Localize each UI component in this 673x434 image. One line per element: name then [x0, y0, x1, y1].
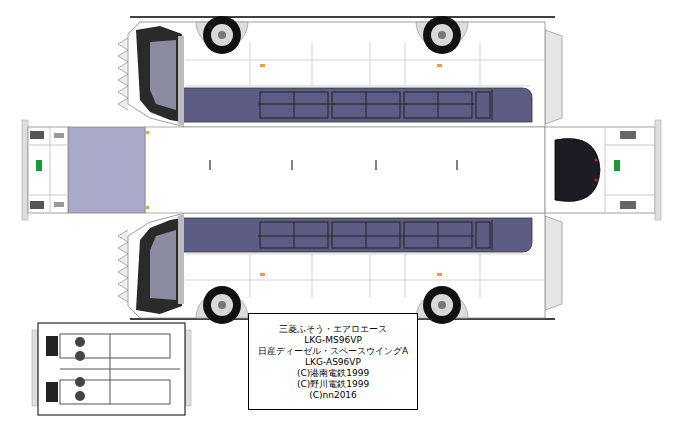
credit-text: (C)nn2016: [249, 390, 417, 401]
credit-text: LKG-MS96VP: [249, 335, 417, 346]
model-name: 日産ディーゼル・スペースウイングA: [249, 346, 417, 357]
label-tab: 三菱ふそう・エアロエースLKG-MS96VP日産ディーゼル・スペースウイングAL…: [248, 313, 418, 410]
credit-text: (C)野川電鉄1999: [249, 379, 417, 390]
credit-text: LKG-AS96VP: [249, 357, 417, 368]
credit-text: (C)港南電鉄1999: [249, 368, 417, 379]
model-name: 三菱ふそう・エアロエース: [249, 324, 417, 335]
